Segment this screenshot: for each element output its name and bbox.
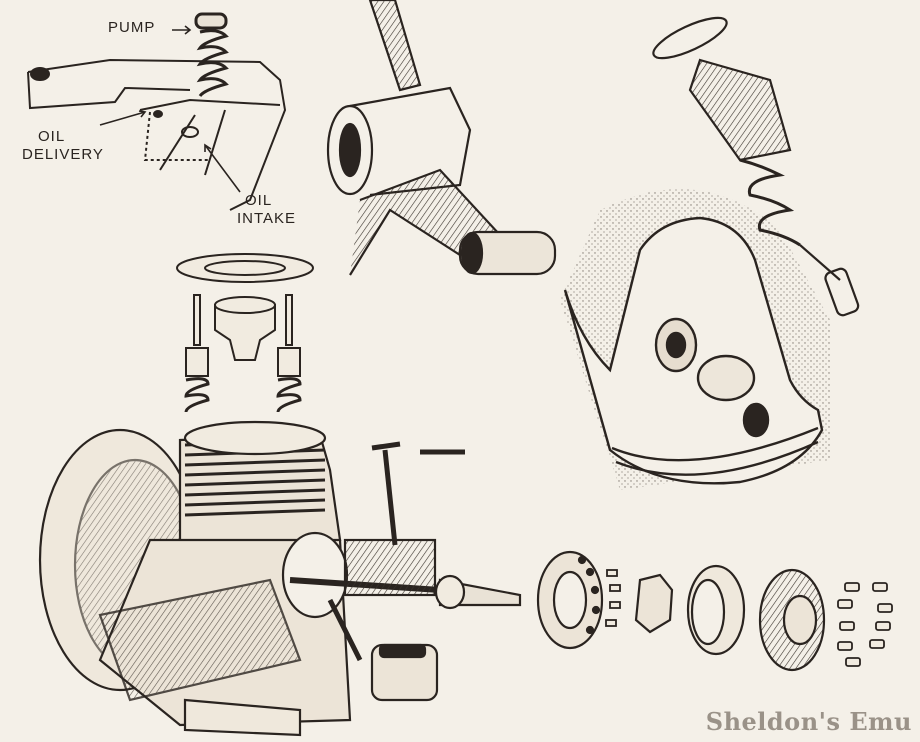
label-oil-intake-line1: OIL xyxy=(245,192,273,209)
label-pump: PUMP xyxy=(108,19,156,36)
engine-main-assembly xyxy=(38,420,522,737)
label-oil-delivery-line2: DELIVERY xyxy=(22,146,104,163)
oil-pump-detail xyxy=(27,58,287,211)
label-arrows xyxy=(99,25,241,193)
label-oil-intake-line2: INTAKE xyxy=(237,210,297,227)
pump-spring-icon xyxy=(194,12,229,97)
piston-valve-detail xyxy=(560,16,860,490)
timing-gear-parts xyxy=(536,550,893,672)
valve-assembly xyxy=(176,253,314,413)
label-oil-delivery-line1: OIL xyxy=(38,128,66,145)
connecting-rod-detail xyxy=(326,0,557,276)
watermark: Sheldon's Emu xyxy=(705,707,912,736)
